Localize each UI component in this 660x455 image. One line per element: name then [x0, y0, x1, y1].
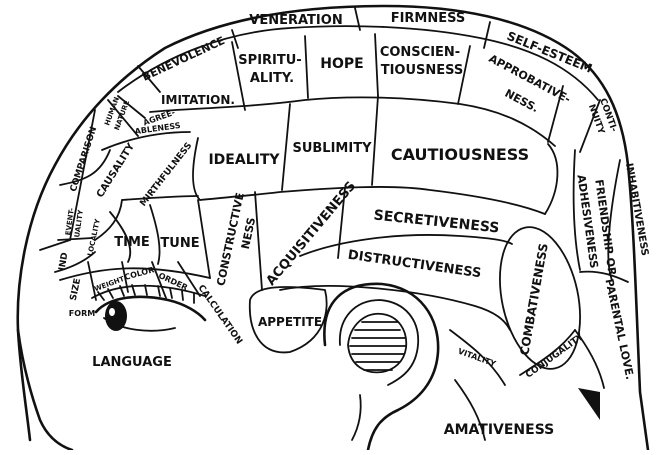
region-dividers	[39, 7, 629, 441]
upper-band-line	[117, 25, 599, 101]
label-conscientiousness-1: CONSCIEN-	[380, 45, 460, 60]
label-spirituality-2: ALITY.	[250, 71, 294, 86]
label-acquisitiveness: ACQUISITIVENESS	[264, 179, 360, 289]
region-labels: VENERATION FIRMNESS BENEVOLENCE SPIRITU-…	[58, 11, 651, 438]
label-parental-love: PARENTAL LOVE.	[602, 278, 636, 381]
label-veneration: VENERATION	[249, 13, 342, 28]
head-outline	[16, 4, 650, 452]
label-constructiveness-2: NESS	[239, 216, 258, 250]
label-language: LANGUAGE	[92, 355, 172, 370]
label-sublimity: SUBLIMITY	[292, 141, 372, 156]
label-combativeness: COMBATIVENESS	[517, 242, 551, 356]
label-firmness: FIRMNESS	[391, 11, 466, 26]
label-calculation: CALCULATION	[195, 283, 243, 346]
label-vitality: VITALITY	[457, 347, 497, 369]
label-mirthfulness: MIRTHFULNESS	[138, 141, 194, 209]
label-secretiveness: SECRETIVENESS	[373, 207, 500, 236]
ear-hatching	[349, 321, 407, 371]
label-cautiousness: CAUTIOUSNESS	[391, 145, 529, 164]
label-ideality: IDEALITY	[208, 152, 280, 168]
label-imitation: IMITATION.	[161, 93, 235, 107]
label-spirituality-1: SPIRITU-	[238, 53, 301, 68]
label-form: FORM	[69, 309, 95, 318]
neck-shadow	[578, 388, 600, 420]
label-tune: TUNE	[160, 236, 199, 251]
label-hope: HOPE	[320, 56, 363, 72]
label-inhabitiveness: INHABITIVENESS	[623, 162, 650, 256]
label-eventuality-2: UALITY	[73, 208, 85, 238]
label-ind: IND	[58, 252, 71, 272]
label-appetite: APPETITE	[258, 315, 322, 329]
label-eventuality-1: EVENT-	[64, 207, 76, 235]
label-benevolence: BENEVOLENCE	[140, 34, 227, 84]
eye	[91, 284, 207, 332]
label-approbativeness-2: NESS.	[503, 87, 541, 115]
ear	[323, 282, 440, 452]
combativeness-region	[499, 226, 581, 370]
label-time: TIME	[114, 235, 150, 250]
label-distructiveness: DISTRUCTIVENESS	[347, 248, 482, 282]
label-size: SIZE	[69, 278, 83, 302]
face-profile	[16, 328, 74, 452]
label-conscientiousness-2: TIOUSNESS	[381, 63, 464, 78]
label-amativeness: AMATIVENESS	[444, 422, 555, 438]
